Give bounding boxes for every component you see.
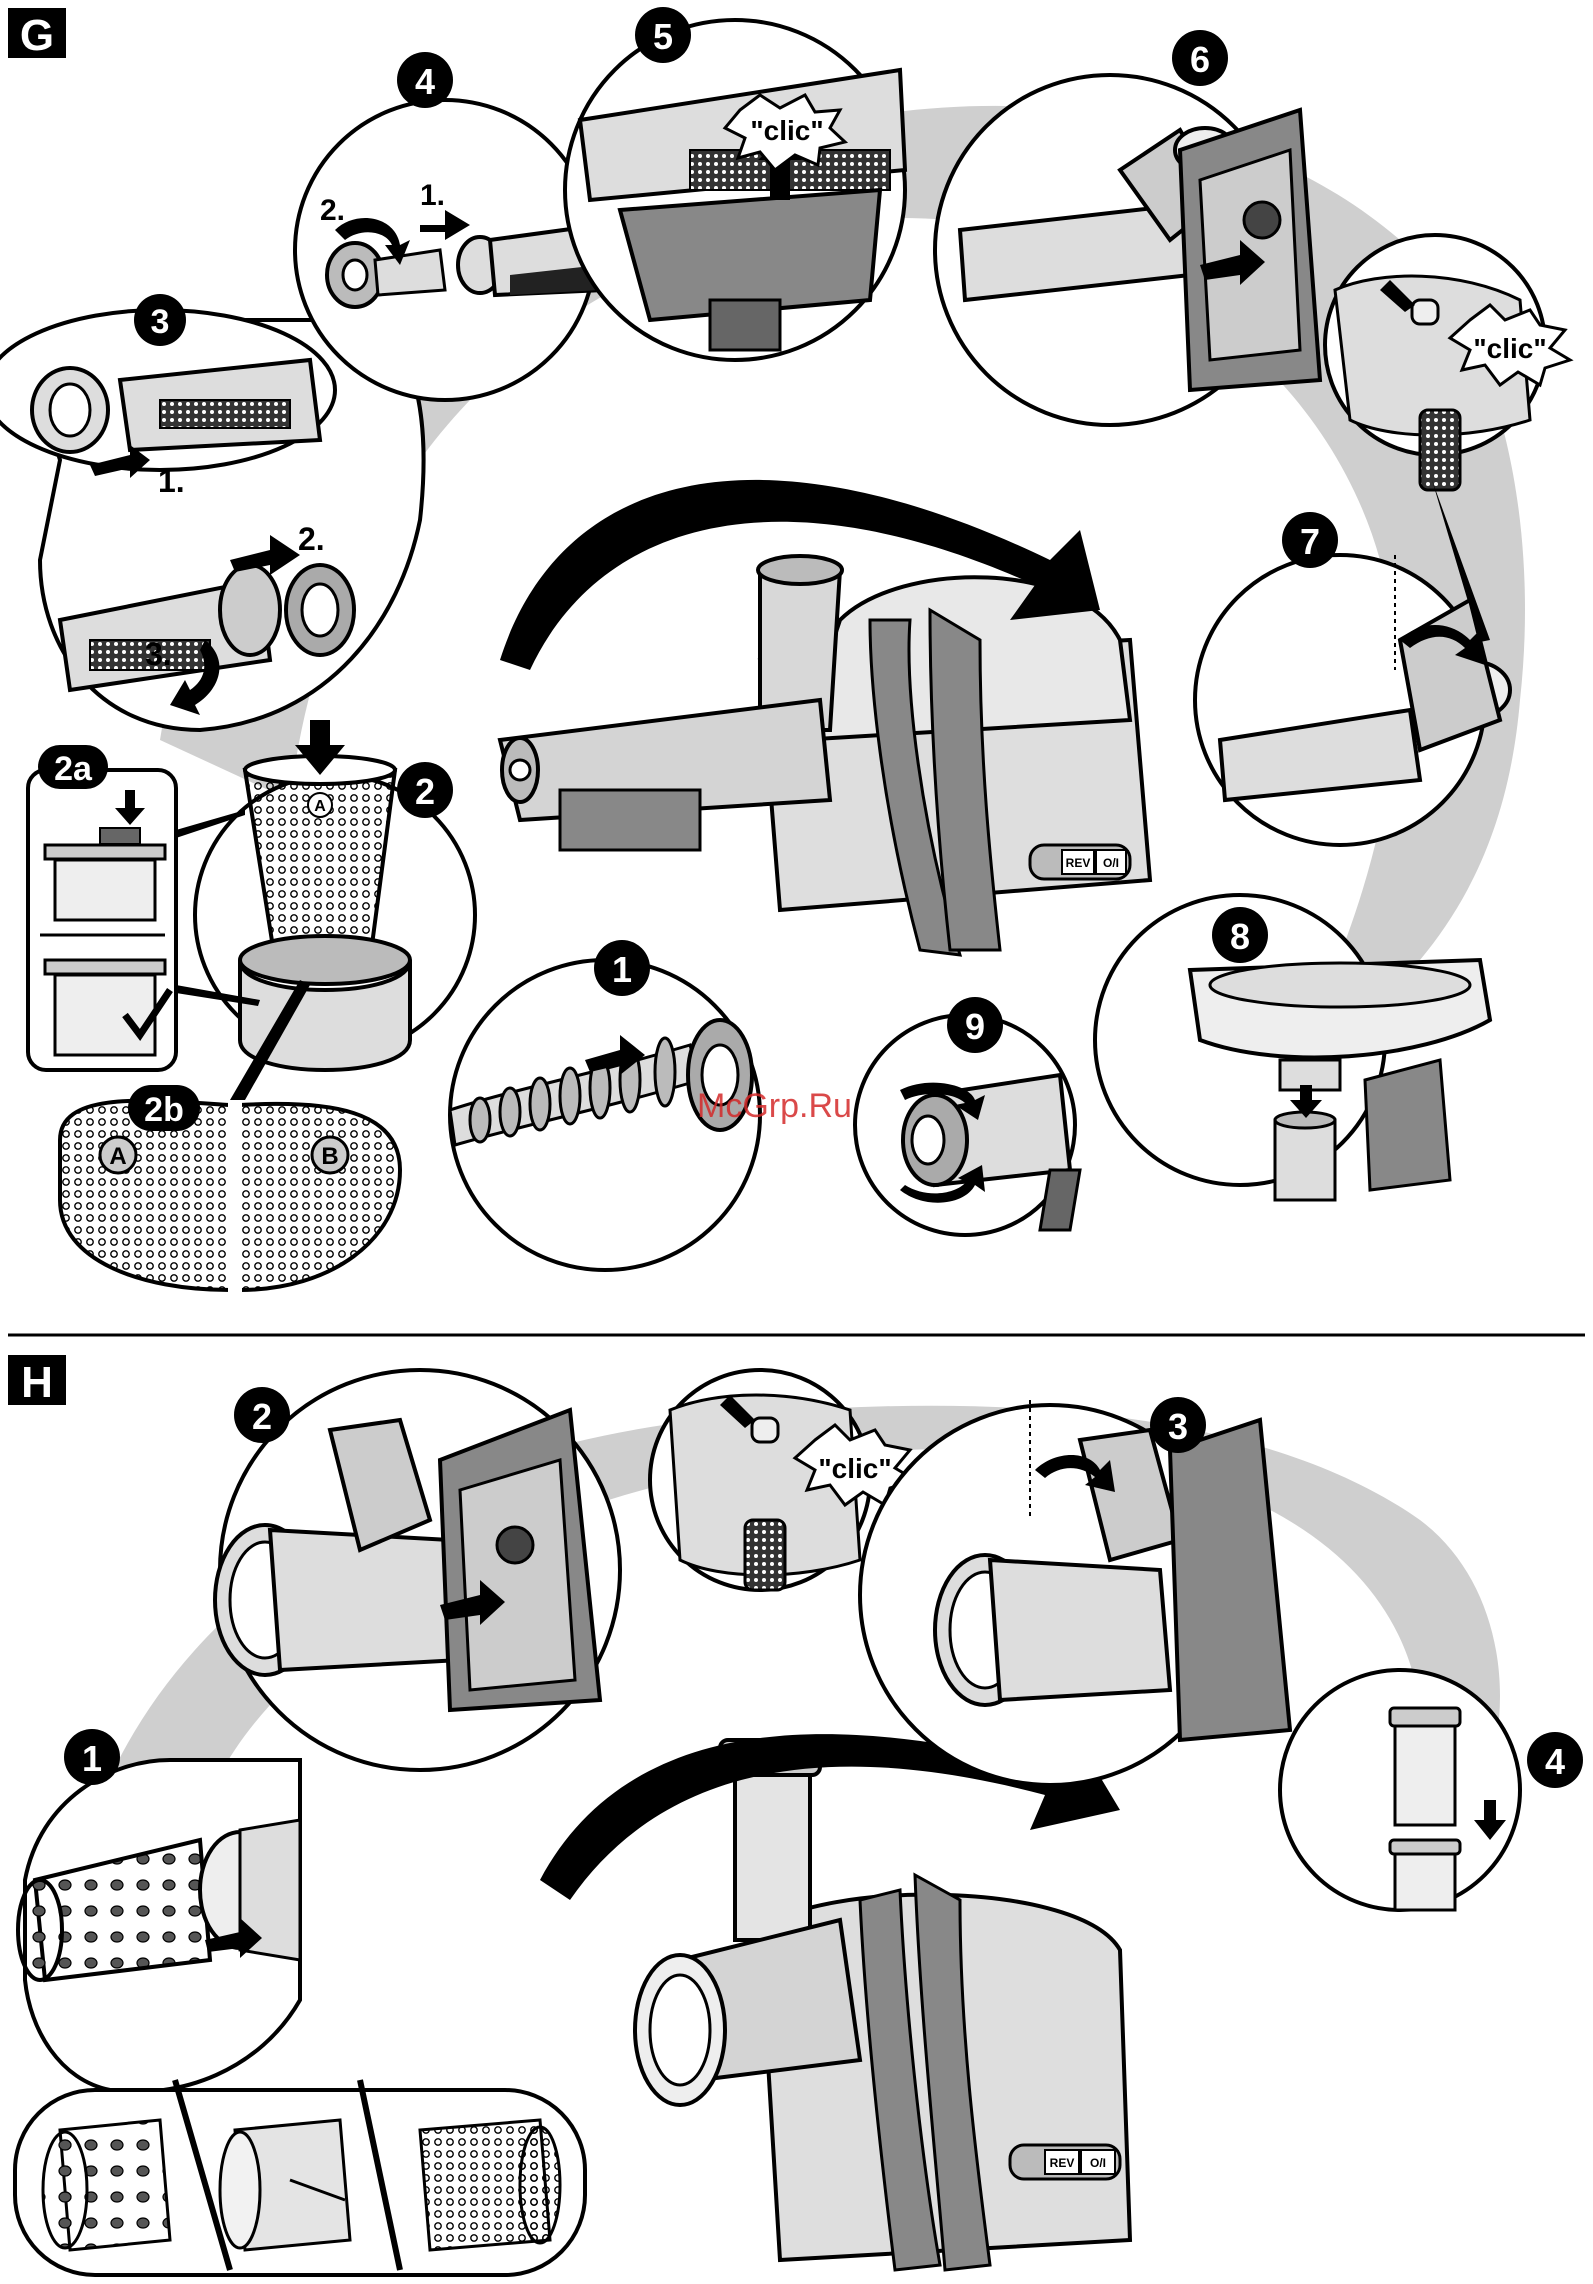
step-2b-badge: 2b	[144, 1091, 184, 1129]
h-step-1-detail: 1	[18, 1729, 300, 2092]
step-2-badge: 2	[415, 771, 435, 812]
step-9-badge: 9	[965, 1006, 985, 1047]
step-6-badge: 6	[1190, 39, 1210, 80]
step-5-badge: 5	[653, 16, 673, 57]
h-step-3-detail: 3	[860, 1397, 1290, 1785]
step-1-badge: 1	[612, 949, 632, 990]
sieve-b-label: B	[321, 1143, 338, 1170]
svg-text:G: G	[20, 11, 54, 60]
watermark: McGrp.Ru	[697, 1087, 852, 1125]
svg-text:2.: 2.	[320, 194, 345, 227]
sieve-a-label: A	[109, 1143, 126, 1170]
substep-3-label: 3.	[145, 636, 172, 672]
svg-text:"clic": "clic"	[818, 1453, 891, 1484]
svg-text:1.: 1.	[420, 179, 445, 212]
step-2a-badge: 2a	[54, 750, 93, 788]
section-marker-h: H	[8, 1355, 66, 1407]
svg-text:A: A	[314, 798, 326, 815]
step-5-detail: "clic" 5	[565, 7, 905, 360]
step-4-detail: 1. 2. 4	[295, 52, 605, 400]
substep-1-label: 1.	[158, 463, 185, 499]
control-panel-h: REV O/I	[1010, 2145, 1120, 2179]
h-step-2-badge: 2	[252, 1396, 272, 1437]
h-step-1-badge: 1	[82, 1738, 102, 1779]
h-drums-row	[15, 2080, 585, 2275]
meat-grinder-illustration-g: REV O/I	[500, 556, 1150, 955]
h-step-4-badge: 4	[1545, 1741, 1565, 1782]
power-switch-label: O/I	[1103, 856, 1119, 870]
rev-switch-label: REV	[1066, 856, 1091, 870]
svg-text:"clic": "clic"	[1473, 333, 1546, 364]
power-switch-label-h: O/I	[1090, 2156, 1106, 2170]
control-panel: REV O/I	[1030, 845, 1130, 879]
step-7-badge: 7	[1300, 521, 1320, 562]
section-marker-g: G	[8, 8, 66, 60]
h-step-2-detail: 2	[215, 1370, 620, 1770]
h-step-4-detail: 4	[1280, 1670, 1583, 1910]
step-9-detail: 9	[855, 997, 1080, 1235]
step-4-badge: 4	[415, 61, 435, 102]
h-step-3-badge: 3	[1168, 1406, 1188, 1447]
substep-2-label: 2.	[298, 521, 325, 557]
step-8-badge: 8	[1230, 916, 1250, 957]
rev-switch-label-h: REV	[1050, 2156, 1075, 2170]
step-6-detail: 6	[935, 30, 1320, 425]
svg-text:H: H	[21, 1358, 53, 1407]
svg-text:"clic": "clic"	[750, 115, 823, 146]
step-3-badge: 3	[151, 303, 170, 341]
